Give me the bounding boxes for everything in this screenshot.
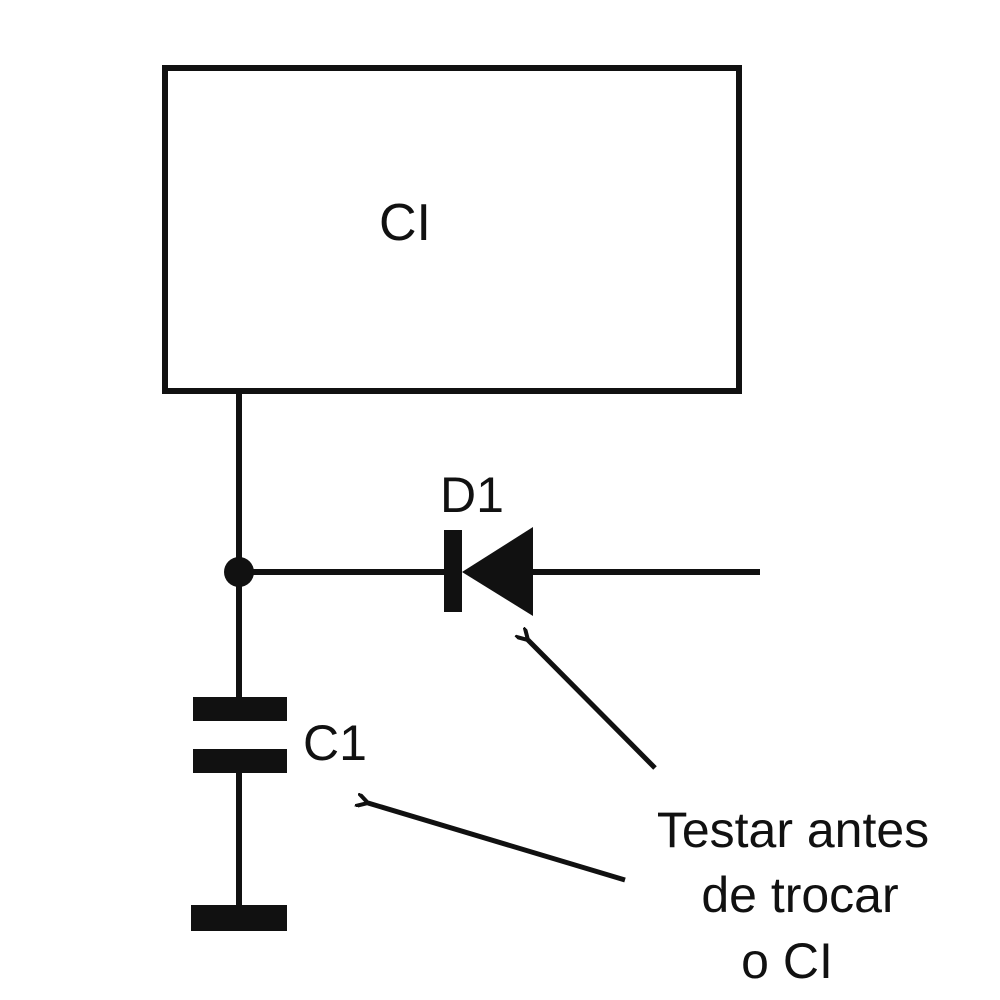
diode-label: D1 xyxy=(440,467,504,523)
diode-cathode-bar xyxy=(444,530,462,612)
capacitor-plate-bottom xyxy=(193,749,287,773)
ic-label: CI xyxy=(379,194,431,252)
note-line-1: Testar antes xyxy=(657,802,929,858)
capacitor-label: C1 xyxy=(303,715,367,771)
note-line-3: o CI xyxy=(741,933,833,989)
arrow-to-capacitor xyxy=(368,803,626,883)
ground-bar xyxy=(191,905,287,931)
diode-anode-triangle xyxy=(462,527,533,616)
capacitor-plate-top xyxy=(193,697,287,721)
note-line-2: de trocar xyxy=(701,867,898,923)
ic-block xyxy=(162,65,742,394)
arrow-to-diode xyxy=(528,640,657,770)
